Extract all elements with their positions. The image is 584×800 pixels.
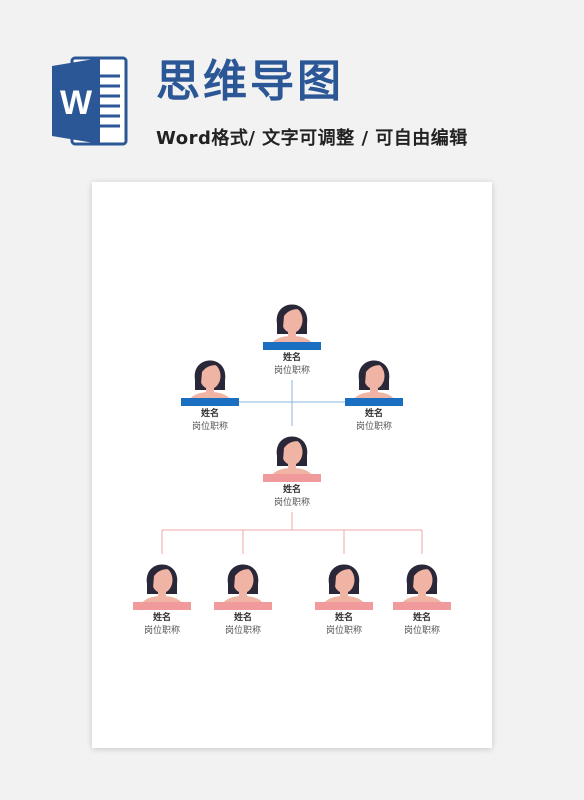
node-name: 姓名 [152, 613, 171, 623]
avatar-icon [393, 564, 451, 610]
avatar-icon [263, 304, 321, 350]
avatar-icon [315, 564, 373, 610]
node-role: 岗位职称 [273, 497, 310, 508]
org-node-child2: 姓名岗位职称 [193, 554, 293, 637]
org-node-right: 姓名岗位职称 [324, 350, 424, 433]
avatar-icon [181, 360, 239, 406]
node-role: 岗位职称 [191, 421, 228, 432]
org-node-child1: 姓名岗位职称 [112, 554, 212, 637]
node-name: 姓名 [282, 485, 301, 495]
avatar-icon [263, 436, 321, 482]
org-chart-connectors [161, 380, 423, 554]
avatar-icon [214, 564, 272, 610]
org-node-middle: 姓名岗位职称 [242, 426, 342, 509]
document-page: 姓名岗位职称姓名岗位职称姓名岗位职称姓名岗位职称姓名岗位职称姓名岗位职称姓名岗位… [92, 182, 492, 748]
node-role: 岗位职称 [143, 625, 180, 636]
page-subtitle: Word格式/ 文字可调整 / 可自由编辑 [156, 128, 468, 149]
node-name: 姓名 [282, 353, 301, 363]
node-name: 姓名 [412, 613, 431, 623]
word-document-icon: W [52, 56, 128, 146]
node-role: 岗位职称 [403, 625, 440, 636]
node-role: 岗位职称 [224, 625, 261, 636]
node-role: 岗位职称 [325, 625, 362, 636]
node-role: 岗位职称 [355, 421, 392, 432]
word-logo-letter: W [60, 84, 93, 122]
page-title: 思维导图 [156, 56, 344, 107]
org-node-child3: 姓名岗位职称 [294, 554, 394, 637]
org-node-left: 姓名岗位职称 [160, 350, 260, 433]
avatar-icon [133, 564, 191, 610]
org-node-child4: 姓名岗位职称 [372, 554, 472, 637]
node-name: 姓名 [200, 409, 219, 419]
org-node-top: 姓名岗位职称 [242, 294, 342, 377]
node-role: 岗位职称 [273, 365, 310, 376]
node-name: 姓名 [334, 613, 353, 623]
node-name: 姓名 [364, 409, 383, 419]
node-name: 姓名 [233, 613, 252, 623]
avatar-icon [345, 360, 403, 406]
